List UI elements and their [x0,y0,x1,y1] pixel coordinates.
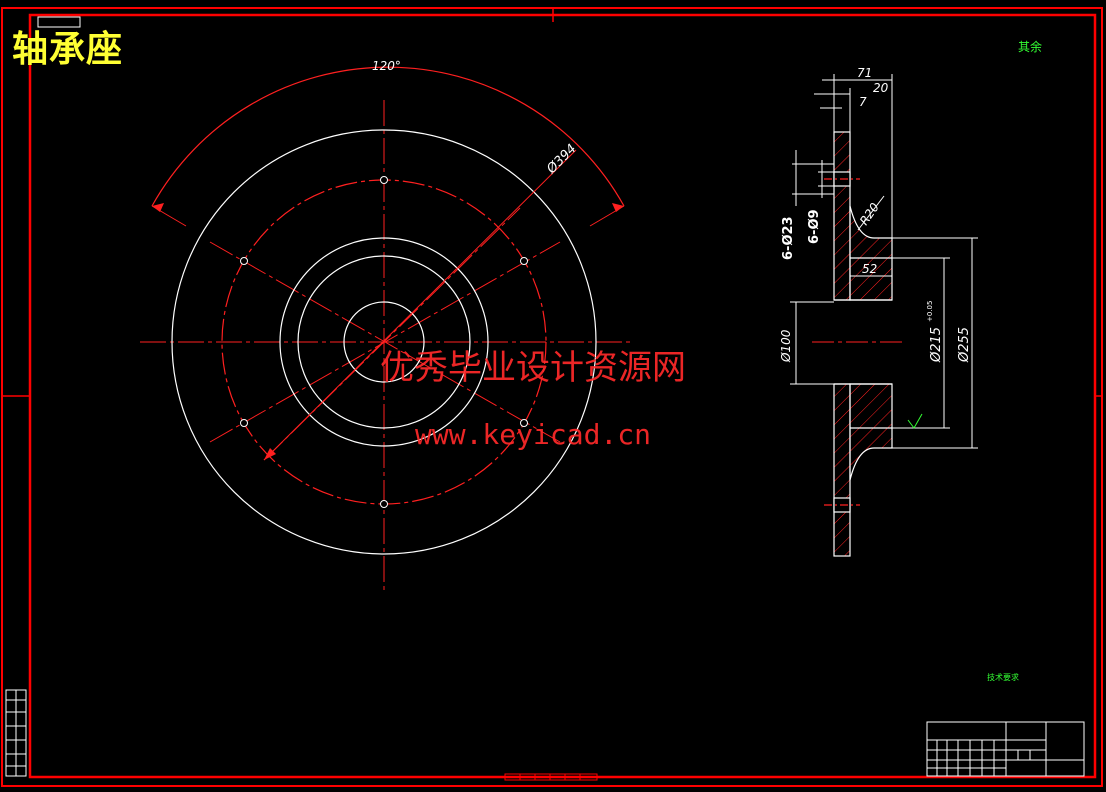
angle-dim-arc [151,66,625,207]
dim-71: 71 [857,66,872,80]
dim-holes-big: 6-Ø23 [781,216,796,260]
dim-angle: 120° [372,59,401,73]
drawing-title: 轴承座 [12,28,124,70]
dim-holes-small: 6-Ø9 [807,209,822,244]
inner-frame [28,13,1097,779]
boss-circle-outer [279,237,489,447]
bolt-hole-4 [380,500,388,508]
outer-circle [171,129,597,555]
binding-strip [5,689,27,777]
flange-upper [833,131,851,301]
roughness-note: 其余 [1018,40,1043,54]
angle-arrow-left [152,203,164,212]
dim-d100: Ø100 [779,329,793,363]
tech-requirements-heading: 技术要求 [987,673,1019,682]
bolt-hole-3 [520,419,528,427]
angle-arrow-right [612,203,624,212]
dim-bolt-circle: Ø394 [544,141,580,177]
dim-d215-tol: +0.05 [926,301,934,322]
bore-circle [343,301,425,383]
section-dims [790,74,978,449]
roughness-symbol [907,413,923,429]
dim-d215: Ø215 [929,327,944,363]
bolt-hole-5 [240,419,248,427]
watermark-cn: 优秀毕业设计资源网 [380,348,686,388]
title-block [926,721,1085,777]
bolt-hole-1 [380,176,388,184]
outer-frame [1,7,1103,787]
bc-arrow [264,448,276,460]
dim-d255: Ø255 [957,327,972,363]
bottom-scale [504,773,598,781]
centerline-diag-3 [209,241,561,443]
hub-lower [849,383,893,481]
front-view [140,66,632,590]
bolt-hole-6 [240,257,248,265]
dim-radius: R20 [857,200,882,228]
boss-circle-mid [297,255,471,429]
dim-52: 52 [862,262,877,276]
bc-dim-line [263,149,577,461]
bolt-hole-2 [520,257,528,265]
dim-7: 7 [859,95,867,109]
dim-20: 20 [873,81,889,95]
watermark-url: www.keyicad.cn [415,418,652,451]
drawing-code-box [37,16,81,28]
flange-lower [833,383,851,557]
